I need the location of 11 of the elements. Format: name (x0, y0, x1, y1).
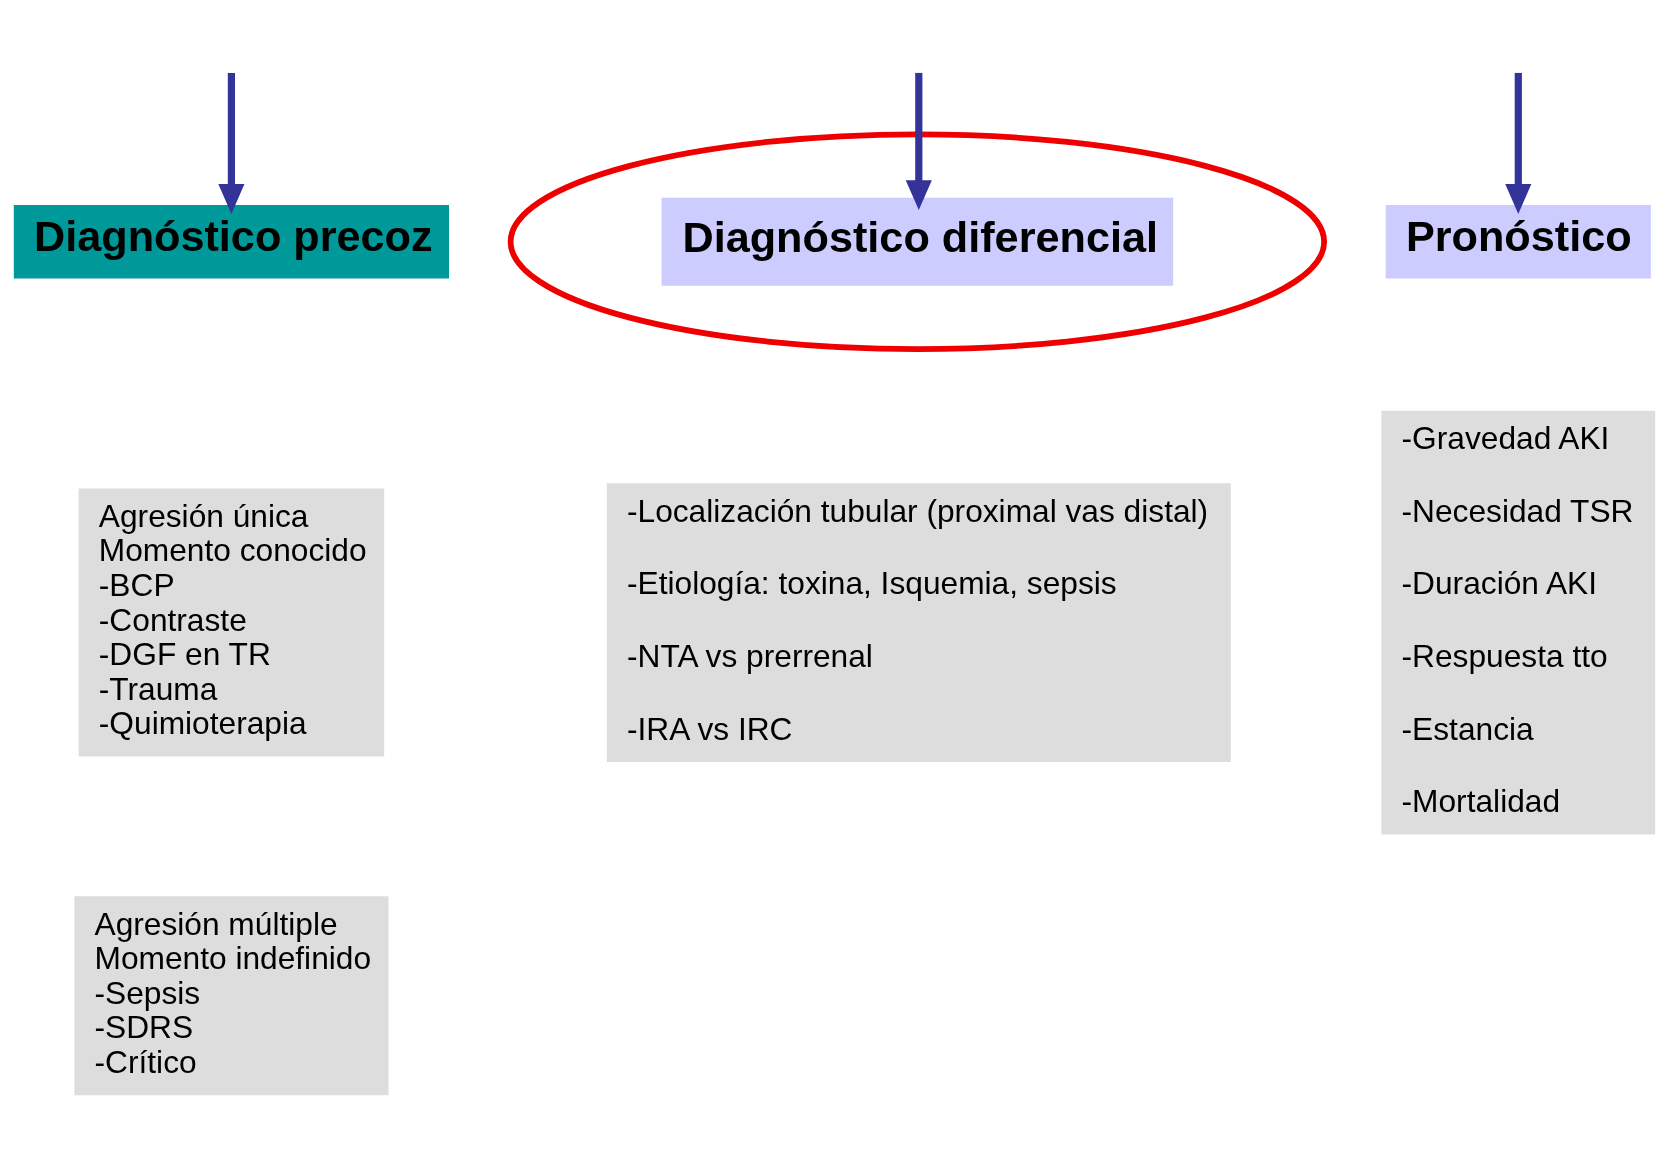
arrow (218, 72, 245, 214)
node-box: -Localización tubular (proximal vas distal) -Etiología: toxina, Isquemia, sepsis -NTA vs prerrenal -IRA vs IRC (606, 483, 1231, 762)
node-box: Pronóstico (1385, 205, 1651, 279)
node-box: -Gravedad AKI -Necesidad TSR -Duración AKI -Respuesta tto -Estancia -Mortalidad (1381, 410, 1656, 835)
node-box: Agresión múltiple Momento indefinido -Sepsis -SDRS -Crítico (74, 896, 389, 1096)
arrow (905, 72, 932, 211)
node-box: Agresión única Momento conocido -BCP -Contraste -DGF en TR -Trauma -Quimioterapia (78, 488, 385, 757)
arrow (1505, 72, 1532, 214)
node-box: Diagnóstico precoz (13, 205, 449, 279)
node-text: Diagnóstico diferencial (682, 212, 1158, 261)
cluster (507, 131, 1328, 352)
